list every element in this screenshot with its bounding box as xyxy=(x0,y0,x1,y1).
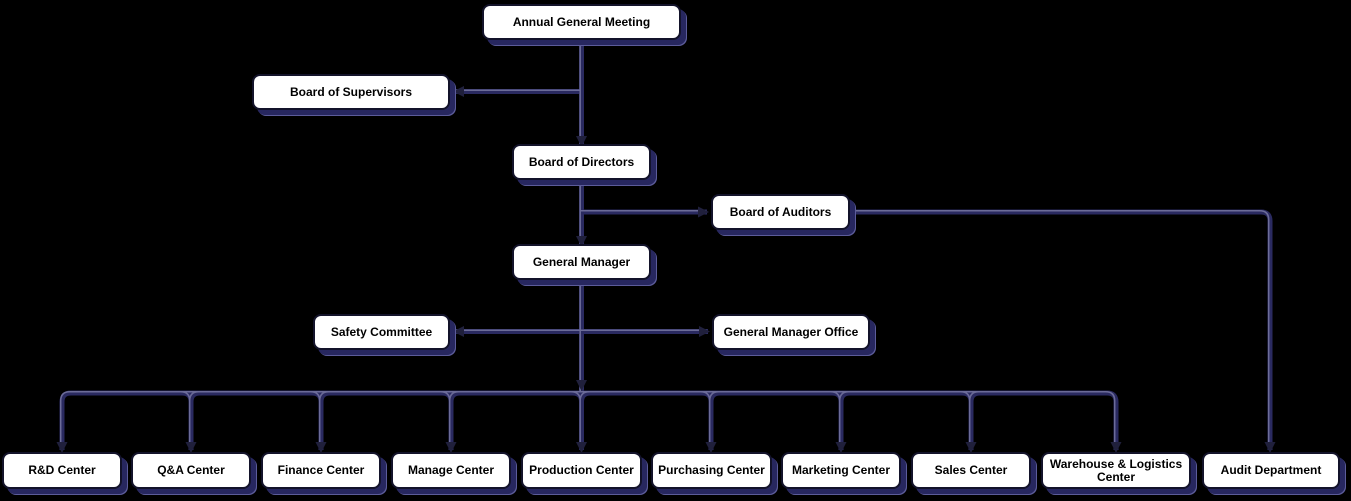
node-label: R&D Center xyxy=(28,463,96,477)
node-general-manager-office: General Manager Office xyxy=(712,314,870,350)
arrow-to-general-manager xyxy=(576,236,587,247)
arrow-to-audit-department xyxy=(1264,442,1276,453)
arrow-to-board-of-auditors xyxy=(698,206,709,218)
arrow-to-rd-center xyxy=(56,442,68,453)
arrow-to-distribution-bar xyxy=(576,380,587,391)
node-label: General Manager xyxy=(532,254,631,269)
node-general-manager: General Manager xyxy=(512,244,651,280)
node-label: Board of Directors xyxy=(528,154,635,169)
node-label: Audit Department xyxy=(1220,463,1322,477)
arrow-to-finance-center xyxy=(315,442,327,453)
arrow-to-warehouse-logistics-center xyxy=(1110,442,1122,453)
node-label: Finance Center xyxy=(277,463,365,477)
arrow-to-board-of-supervisors xyxy=(453,86,464,97)
node-board-of-directors: Board of Directors xyxy=(512,144,651,180)
arrow-to-board-of-directors xyxy=(576,136,587,147)
node-label: Annual General Meeting xyxy=(512,14,651,29)
node-label: General Manager Office xyxy=(723,324,859,339)
node-label: Board of Supervisors xyxy=(289,84,413,99)
node-label: Sales Center xyxy=(934,463,1008,477)
node-label: Q&A Center xyxy=(157,463,225,477)
node-sales-center: Sales Center xyxy=(911,452,1031,489)
arrow-to-manage-center xyxy=(445,442,457,453)
arrowheads xyxy=(56,86,1276,453)
node-label: Warehouse & Logistics Center xyxy=(1049,456,1183,484)
node-label: Manage Center xyxy=(407,463,495,477)
arrow-to-purchasing-center xyxy=(705,442,717,453)
arrow-to-marketing-center xyxy=(835,442,847,453)
node-label: Safety Committee xyxy=(330,324,433,339)
node-audit-department: Audit Department xyxy=(1202,452,1340,489)
node-manage-center: Manage Center xyxy=(391,452,511,489)
node-board-of-supervisors: Board of Supervisors xyxy=(252,74,450,110)
node-label: Production Center xyxy=(529,463,634,477)
node-board-of-auditors: Board of Auditors xyxy=(711,194,850,230)
node-production-center: Production Center xyxy=(521,452,642,489)
arrow-to-production-center xyxy=(576,442,587,453)
node-label: Purchasing Center xyxy=(658,463,765,477)
node-annual-general-meeting: Annual General Meeting xyxy=(482,4,681,40)
node-label: Marketing Center xyxy=(791,463,891,477)
node-warehouse-logistics-center: Warehouse & Logistics Center xyxy=(1041,452,1191,489)
node-qa-center: Q&A Center xyxy=(131,452,251,489)
node-safety-committee: Safety Committee xyxy=(313,314,450,350)
node-label: Board of Auditors xyxy=(729,204,832,219)
connector-highlight xyxy=(59,35,1270,450)
node-purchasing-center: Purchasing Center xyxy=(651,452,772,489)
arrow-to-general-manager-office xyxy=(699,326,710,337)
node-finance-center: Finance Center xyxy=(261,452,381,489)
node-marketing-center: Marketing Center xyxy=(781,452,901,489)
node-rd-center: R&D Center xyxy=(2,452,122,489)
connector-base xyxy=(62,38,1270,450)
arrow-to-qa-center xyxy=(185,442,197,453)
arrow-to-sales-center xyxy=(965,442,977,453)
arrow-to-safety-committee xyxy=(453,326,464,337)
